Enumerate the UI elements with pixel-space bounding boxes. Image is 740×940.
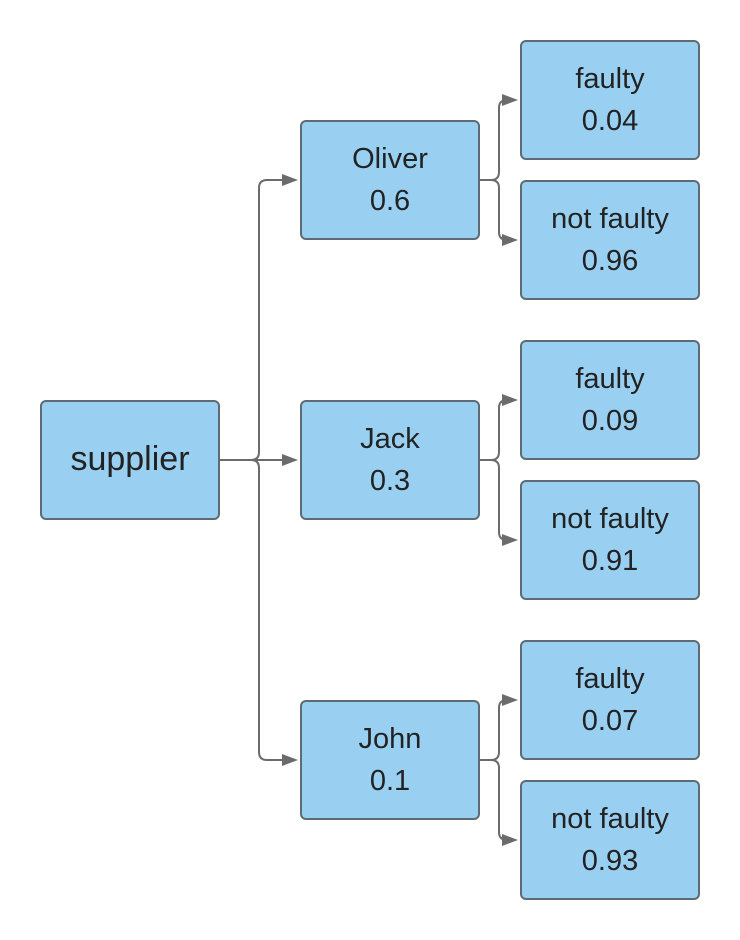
supplier-probability: 0.1 <box>369 765 411 797</box>
connector-root-to-supplier <box>220 174 298 461</box>
outcome-label: faulty <box>575 62 645 95</box>
outcome-label: faulty <box>575 662 645 695</box>
arrowhead <box>282 454 298 466</box>
outcome-probability: 0.09 <box>581 405 639 437</box>
supplier-name: Jack <box>360 422 420 455</box>
connector-line <box>480 179 508 241</box>
outcome-node-jack-not-faulty: not faulty 0.91 <box>520 480 700 600</box>
root-node-supplier: supplier <box>40 400 220 520</box>
supplier-node-jack: Jack 0.3 <box>300 400 480 520</box>
supplier-name: John <box>358 722 422 755</box>
supplier-probability: 0.3 <box>369 465 411 497</box>
connector-supplier-to-outcome <box>480 94 518 181</box>
connector-line <box>480 699 508 761</box>
arrowhead <box>502 694 518 706</box>
outcome-probability: 0.04 <box>581 105 639 137</box>
connector-line <box>480 459 508 541</box>
arrowhead <box>282 754 298 766</box>
outcome-label: not faulty <box>551 802 669 835</box>
connector-line <box>220 459 284 761</box>
arrowhead <box>502 834 518 846</box>
arrowhead <box>502 394 518 406</box>
connector-line <box>220 179 284 461</box>
supplier-name: Oliver <box>352 142 428 175</box>
arrowhead <box>502 234 518 246</box>
connector-supplier-to-outcome <box>480 394 518 461</box>
outcome-node-john-not-faulty: not faulty 0.93 <box>520 780 700 900</box>
supplier-node-john: John 0.1 <box>300 700 480 820</box>
arrowhead <box>282 174 298 186</box>
connector-line <box>480 759 508 841</box>
supplier-node-oliver: Oliver 0.6 <box>300 120 480 240</box>
outcome-label: not faulty <box>551 502 669 535</box>
outcome-probability: 0.91 <box>581 545 639 577</box>
root-label: supplier <box>70 440 190 479</box>
supplier-probability: 0.6 <box>369 185 411 217</box>
connector-supplier-to-outcome <box>480 459 518 546</box>
outcome-node-oliver-not-faulty: not faulty 0.96 <box>520 180 700 300</box>
connector-line <box>480 99 508 181</box>
connector-supplier-to-outcome <box>480 759 518 846</box>
outcome-node-oliver-faulty: faulty 0.04 <box>520 40 700 160</box>
connector-root-to-supplier <box>220 459 298 766</box>
outcome-probability: 0.93 <box>581 845 639 877</box>
outcome-node-jack-faulty: faulty 0.09 <box>520 340 700 460</box>
connector-line <box>480 399 508 461</box>
outcome-probability: 0.07 <box>581 705 639 737</box>
arrowhead <box>502 94 518 106</box>
connector-supplier-to-outcome <box>480 179 518 246</box>
outcome-probability: 0.96 <box>581 245 639 277</box>
outcome-node-john-faulty: faulty 0.07 <box>520 640 700 760</box>
connector-supplier-to-outcome <box>480 694 518 761</box>
outcome-label: not faulty <box>551 202 669 235</box>
outcome-label: faulty <box>575 362 645 395</box>
arrowhead <box>502 534 518 546</box>
